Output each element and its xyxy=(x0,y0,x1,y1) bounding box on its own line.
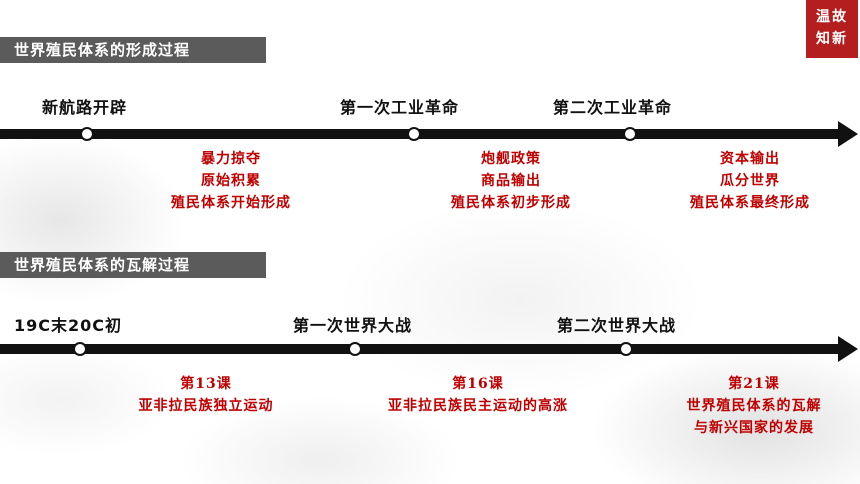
formation-event-1: 新航路开辟 xyxy=(42,98,128,117)
formation-timeline-node-3 xyxy=(623,127,637,141)
collapse-detail-1: 第13课 亚非拉民族独立运动 xyxy=(139,373,274,417)
collapse-timeline-node-2 xyxy=(348,342,362,356)
formation-detail-1-line-3: 殖民体系开始形成 xyxy=(171,195,291,211)
collapse-detail-3-line-2: 世界殖民体系的瓦解 xyxy=(686,398,822,414)
formation-timeline-line xyxy=(0,129,842,139)
collapse-detail-1-line-2: 亚非拉民族独立运动 xyxy=(138,398,274,414)
collapse-event-3: 第二次世界大战 xyxy=(557,316,677,335)
collapse-detail-3-line-1: 第21课 xyxy=(728,376,780,392)
collapse-timeline-line xyxy=(0,344,842,354)
collapse-detail-2-line-2: 亚非拉民族民主运动的高涨 xyxy=(388,398,568,414)
formation-detail-2-line-3: 殖民体系初步形成 xyxy=(451,195,571,211)
formation-detail-1: 暴力掠夺 原始积累 殖民体系开始形成 xyxy=(171,148,291,214)
collapse-timeline-node-3 xyxy=(619,342,633,356)
collapse-timeline-arrow xyxy=(838,336,858,362)
collapse-section-title: 世界殖民体系的瓦解过程 xyxy=(0,252,266,278)
formation-detail-1-line-1: 暴力掠夺 xyxy=(201,151,261,167)
collapse-event-1: 19C末20C初 xyxy=(14,316,123,335)
formation-timeline-node-2 xyxy=(407,127,421,141)
badge-line-1: 温故 xyxy=(816,9,848,25)
formation-event-3: 第二次工业革命 xyxy=(553,98,673,117)
formation-detail-2: 炮舰政策 商品输出 殖民体系初步形成 xyxy=(451,148,571,214)
formation-detail-3-line-2: 瓜分世界 xyxy=(720,173,780,189)
collapse-detail-1-line-1: 第13课 xyxy=(180,376,232,392)
formation-detail-3-line-3: 殖民体系最终形成 xyxy=(690,195,810,211)
formation-detail-2-line-2: 商品输出 xyxy=(481,173,541,189)
collapse-timeline-node-1 xyxy=(73,342,87,356)
badge-line-2: 知新 xyxy=(816,31,848,47)
review-badge: 温故 知新 xyxy=(806,0,858,58)
collapse-event-2: 第一次世界大战 xyxy=(293,316,413,335)
formation-event-2: 第一次工业革命 xyxy=(340,98,460,117)
collapse-detail-3-line-3: 与新兴国家的发展 xyxy=(694,420,814,436)
formation-section-title: 世界殖民体系的形成过程 xyxy=(0,37,266,63)
collapse-detail-2: 第16课 亚非拉民族民主运动的高涨 xyxy=(388,373,568,417)
formation-detail-3: 资本输出 瓜分世界 殖民体系最终形成 xyxy=(690,148,810,214)
formation-detail-3-line-1: 资本输出 xyxy=(720,151,780,167)
formation-detail-1-line-2: 原始积累 xyxy=(201,173,261,189)
formation-timeline-node-1 xyxy=(80,127,94,141)
formation-detail-2-line-1: 炮舰政策 xyxy=(481,151,541,167)
formation-timeline-arrow xyxy=(838,121,858,147)
collapse-detail-3: 第21课 世界殖民体系的瓦解 与新兴国家的发展 xyxy=(687,373,822,439)
collapse-detail-2-line-1: 第16课 xyxy=(452,376,504,392)
